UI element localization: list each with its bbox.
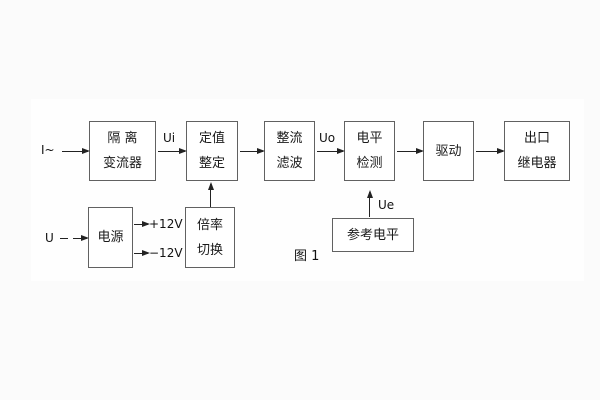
block-label: 切换 (196, 242, 223, 258)
block-driver: 驱动 (423, 121, 474, 181)
label-ue: Ue (378, 198, 395, 212)
figure-caption: 图 1 (294, 249, 320, 264)
label-uo: Uo (319, 131, 336, 145)
label-plus12v: +12V (149, 217, 183, 231)
block-label: 整定 (198, 156, 225, 171)
block-ratio-switch: 倍率 切换 (185, 207, 235, 268)
arrow-ratio-to-setpoint (207, 182, 214, 207)
block-label: 驱动 (435, 143, 462, 159)
arrow-plus12v (134, 221, 150, 227)
block-label: 电源 (97, 230, 124, 245)
arrow-level-to-driver (397, 148, 424, 154)
block-label: 参考电平 (346, 227, 399, 243)
block-level-detector: 电平 检测 (344, 121, 395, 181)
block-label: 变流器 (102, 156, 142, 171)
arrow-driver-to-relay (476, 148, 505, 154)
arrow-minus12v (134, 250, 150, 256)
arrow-setpoint-to-rectifier (240, 148, 265, 154)
block-label: 出口 (523, 131, 550, 146)
label-minus12v: −12V (149, 246, 183, 260)
arrow-current-input (62, 148, 90, 154)
label-input-current: I~ (41, 143, 55, 157)
block-label: 检测 (356, 156, 383, 171)
block-rectifier-filter: 整流 滤波 (264, 121, 315, 181)
block-label: 继电器 (517, 156, 557, 171)
block-label: 隔 离 (107, 131, 138, 146)
block-label: 整流 (276, 131, 303, 146)
arrow-reference-to-level (366, 190, 373, 217)
block-label: 倍率 (196, 217, 223, 233)
label-input-voltage: U (45, 231, 54, 245)
block-output-relay: 出口 继电器 (504, 121, 570, 181)
arrow-isolation-to-setpoint (158, 148, 187, 154)
block-isolation-transformer: 隔 离 变流器 (89, 121, 156, 181)
block-label: 电平 (356, 131, 383, 146)
block-label: 定值 (198, 131, 225, 146)
block-reference-level: 参考电平 (332, 218, 414, 252)
arrow-voltage-input (60, 235, 89, 241)
block-label: 滤波 (276, 156, 303, 171)
label-ui: Ui (163, 131, 176, 145)
arrow-rectifier-to-level (317, 148, 345, 154)
block-power-supply: 电源 (88, 207, 133, 268)
block-setpoint-adjust: 定值 整定 (186, 121, 238, 181)
